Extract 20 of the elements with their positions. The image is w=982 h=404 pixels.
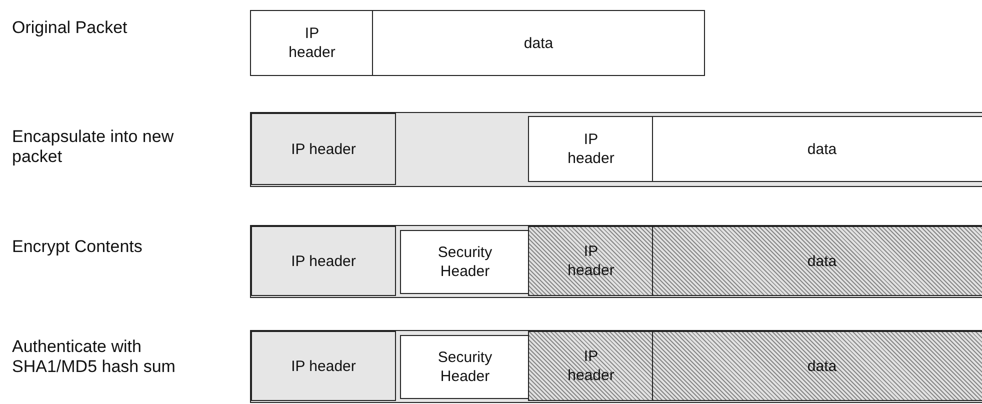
data-field: data bbox=[652, 116, 982, 182]
row-label: Authenticate with SHA1/MD5 hash sum bbox=[12, 337, 176, 377]
header-field: Security Header bbox=[400, 335, 530, 399]
data-field: data bbox=[372, 10, 705, 76]
packet-box bbox=[250, 225, 982, 298]
header-field: IP header bbox=[250, 10, 374, 76]
encrypted-field: IP header bbox=[528, 331, 654, 401]
header-field: IP header bbox=[251, 331, 396, 401]
header-field: IP header bbox=[251, 226, 396, 296]
header-field: IP header bbox=[251, 113, 396, 185]
encrypted-field: IP header bbox=[528, 226, 654, 296]
encrypted-field: data bbox=[652, 226, 982, 296]
header-field: IP header bbox=[528, 116, 654, 182]
packet-box bbox=[250, 112, 982, 187]
row-label: Encapsulate into new packet bbox=[12, 127, 175, 167]
packet-box bbox=[250, 330, 982, 403]
encrypted-field: data bbox=[652, 331, 982, 401]
row-label: Original Packet bbox=[12, 18, 128, 38]
row-label: Encrypt Contents bbox=[12, 237, 144, 257]
header-field: Security Header bbox=[400, 230, 530, 294]
